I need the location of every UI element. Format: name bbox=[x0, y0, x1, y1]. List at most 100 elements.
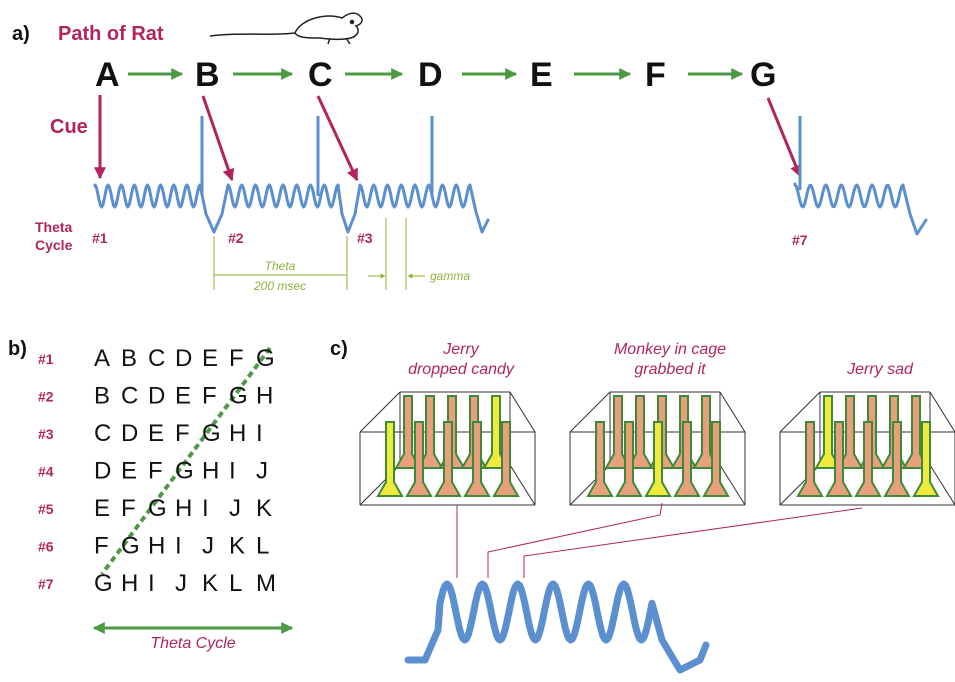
sequence-letter: H bbox=[229, 420, 246, 447]
memory-2-line1: Monkey in cage bbox=[614, 341, 726, 358]
theta-measure bbox=[213, 218, 425, 290]
sequence-letter: K bbox=[202, 570, 218, 597]
sequence-letter: H bbox=[148, 533, 165, 560]
neuron bbox=[376, 421, 404, 497]
panel-b-label: b) bbox=[8, 338, 27, 360]
cycle-label-3: #3 bbox=[357, 230, 373, 246]
sequence-letter: E bbox=[175, 383, 191, 410]
sequence-letter: D bbox=[148, 383, 165, 410]
memory-1-line2: dropped candy bbox=[408, 361, 515, 378]
row-number: #6 bbox=[38, 539, 54, 555]
node-f: F bbox=[645, 56, 666, 94]
sequence-letter: B bbox=[121, 345, 137, 372]
sequence-letter: F bbox=[229, 345, 244, 372]
cue-arrows bbox=[94, 95, 802, 182]
theta-label-line2: Cycle bbox=[35, 237, 73, 253]
neuron bbox=[825, 421, 853, 497]
cue-label: Cue bbox=[50, 116, 88, 138]
sequence-letter: A bbox=[94, 345, 110, 372]
sequence-letter: K bbox=[229, 533, 245, 560]
sequence-letter: G bbox=[121, 533, 140, 560]
neuron bbox=[644, 421, 672, 497]
node-g: G bbox=[750, 56, 776, 94]
sequence-letter: I bbox=[256, 420, 263, 447]
path-nodes: A B C D E F G bbox=[95, 56, 776, 94]
theta-gamma-large-wave bbox=[404, 580, 710, 674]
row-number: #3 bbox=[38, 426, 54, 442]
node-a: A bbox=[95, 56, 120, 94]
sequence-letter: I bbox=[175, 533, 182, 560]
sequence-letter: J bbox=[175, 570, 187, 597]
sequence-letter: L bbox=[229, 570, 242, 597]
cue-arrow-b bbox=[201, 95, 235, 182]
sequence-letter: H bbox=[202, 458, 219, 485]
memory-2-line2: grabbed it bbox=[634, 361, 706, 378]
sequence-letter: D bbox=[94, 458, 111, 485]
cycle-label-7: #7 bbox=[792, 232, 808, 248]
ensemble-connectors bbox=[456, 502, 863, 578]
sequence-letter: H bbox=[121, 570, 138, 597]
neuron bbox=[702, 421, 730, 497]
sequence-letter: C bbox=[148, 345, 165, 372]
sequence-letter: J bbox=[229, 495, 241, 522]
node-c: C bbox=[308, 56, 333, 94]
ensemble-box-1 bbox=[359, 391, 536, 506]
theta-duration-label: 200 msec bbox=[253, 279, 306, 293]
sequence-letter: I bbox=[202, 495, 209, 522]
theta-measure-label: Theta bbox=[265, 259, 296, 273]
row-number: #2 bbox=[38, 389, 54, 405]
memory-1-line1: Jerry bbox=[442, 341, 480, 358]
sequence-letter: F bbox=[121, 495, 136, 522]
neuron bbox=[586, 421, 614, 497]
neuron bbox=[883, 421, 911, 497]
neuron bbox=[796, 421, 824, 497]
neuron bbox=[492, 421, 520, 497]
sequence-letter: F bbox=[94, 533, 109, 560]
neuron bbox=[673, 421, 701, 497]
row-number: #5 bbox=[38, 501, 54, 517]
connector-2 bbox=[487, 502, 663, 578]
cycle-label-2: #2 bbox=[228, 230, 244, 246]
sequence-letter: G bbox=[229, 383, 248, 410]
sequence-letter: L bbox=[256, 533, 269, 560]
sequence-letter: C bbox=[94, 420, 111, 447]
sequence-letter: I bbox=[148, 570, 155, 597]
gamma-label: gamma bbox=[430, 269, 470, 283]
cue-arrow-c bbox=[316, 95, 359, 182]
sequence-letter: D bbox=[175, 345, 192, 372]
sequence-letter: D bbox=[121, 420, 138, 447]
neuron bbox=[405, 421, 433, 497]
sequence-letter: K bbox=[256, 495, 272, 522]
sequence-letter: E bbox=[202, 345, 218, 372]
sequence-letter: G bbox=[94, 570, 113, 597]
row-number: #1 bbox=[38, 351, 54, 367]
node-d: D bbox=[418, 56, 443, 94]
sequence-letter: E bbox=[121, 458, 137, 485]
panel-a-label: a) bbox=[12, 23, 30, 45]
path-of-rat-title: Path of Rat bbox=[58, 23, 164, 45]
sequence-letter: B bbox=[94, 383, 110, 410]
neuron bbox=[615, 421, 643, 497]
sequence-letter: I bbox=[229, 458, 236, 485]
sequence-letter: G bbox=[175, 458, 194, 485]
sequence-letter: G bbox=[202, 420, 221, 447]
cue-arrow-g bbox=[766, 97, 802, 178]
sequence-letter: J bbox=[256, 458, 268, 485]
panel-c: c) Jerry dropped candy Monkey in cage gr… bbox=[330, 338, 955, 674]
node-b: B bbox=[195, 56, 220, 94]
neuron bbox=[434, 421, 462, 497]
node-e: E bbox=[530, 56, 553, 94]
sequence-letter: J bbox=[202, 533, 214, 560]
panel-a: a) Path of Rat A B C D E F G Cu bbox=[12, 12, 928, 293]
neuron bbox=[463, 421, 491, 497]
sequence-letter: H bbox=[256, 383, 273, 410]
sequence-letter: C bbox=[121, 383, 138, 410]
cycle-label-1: #1 bbox=[92, 230, 108, 246]
theta-gamma-wave bbox=[93, 183, 490, 234]
ensemble-box-2 bbox=[569, 391, 746, 506]
theta-label-line1: Theta bbox=[35, 219, 73, 235]
row-number: #7 bbox=[38, 576, 54, 592]
place-cell-spikes bbox=[200, 116, 802, 196]
